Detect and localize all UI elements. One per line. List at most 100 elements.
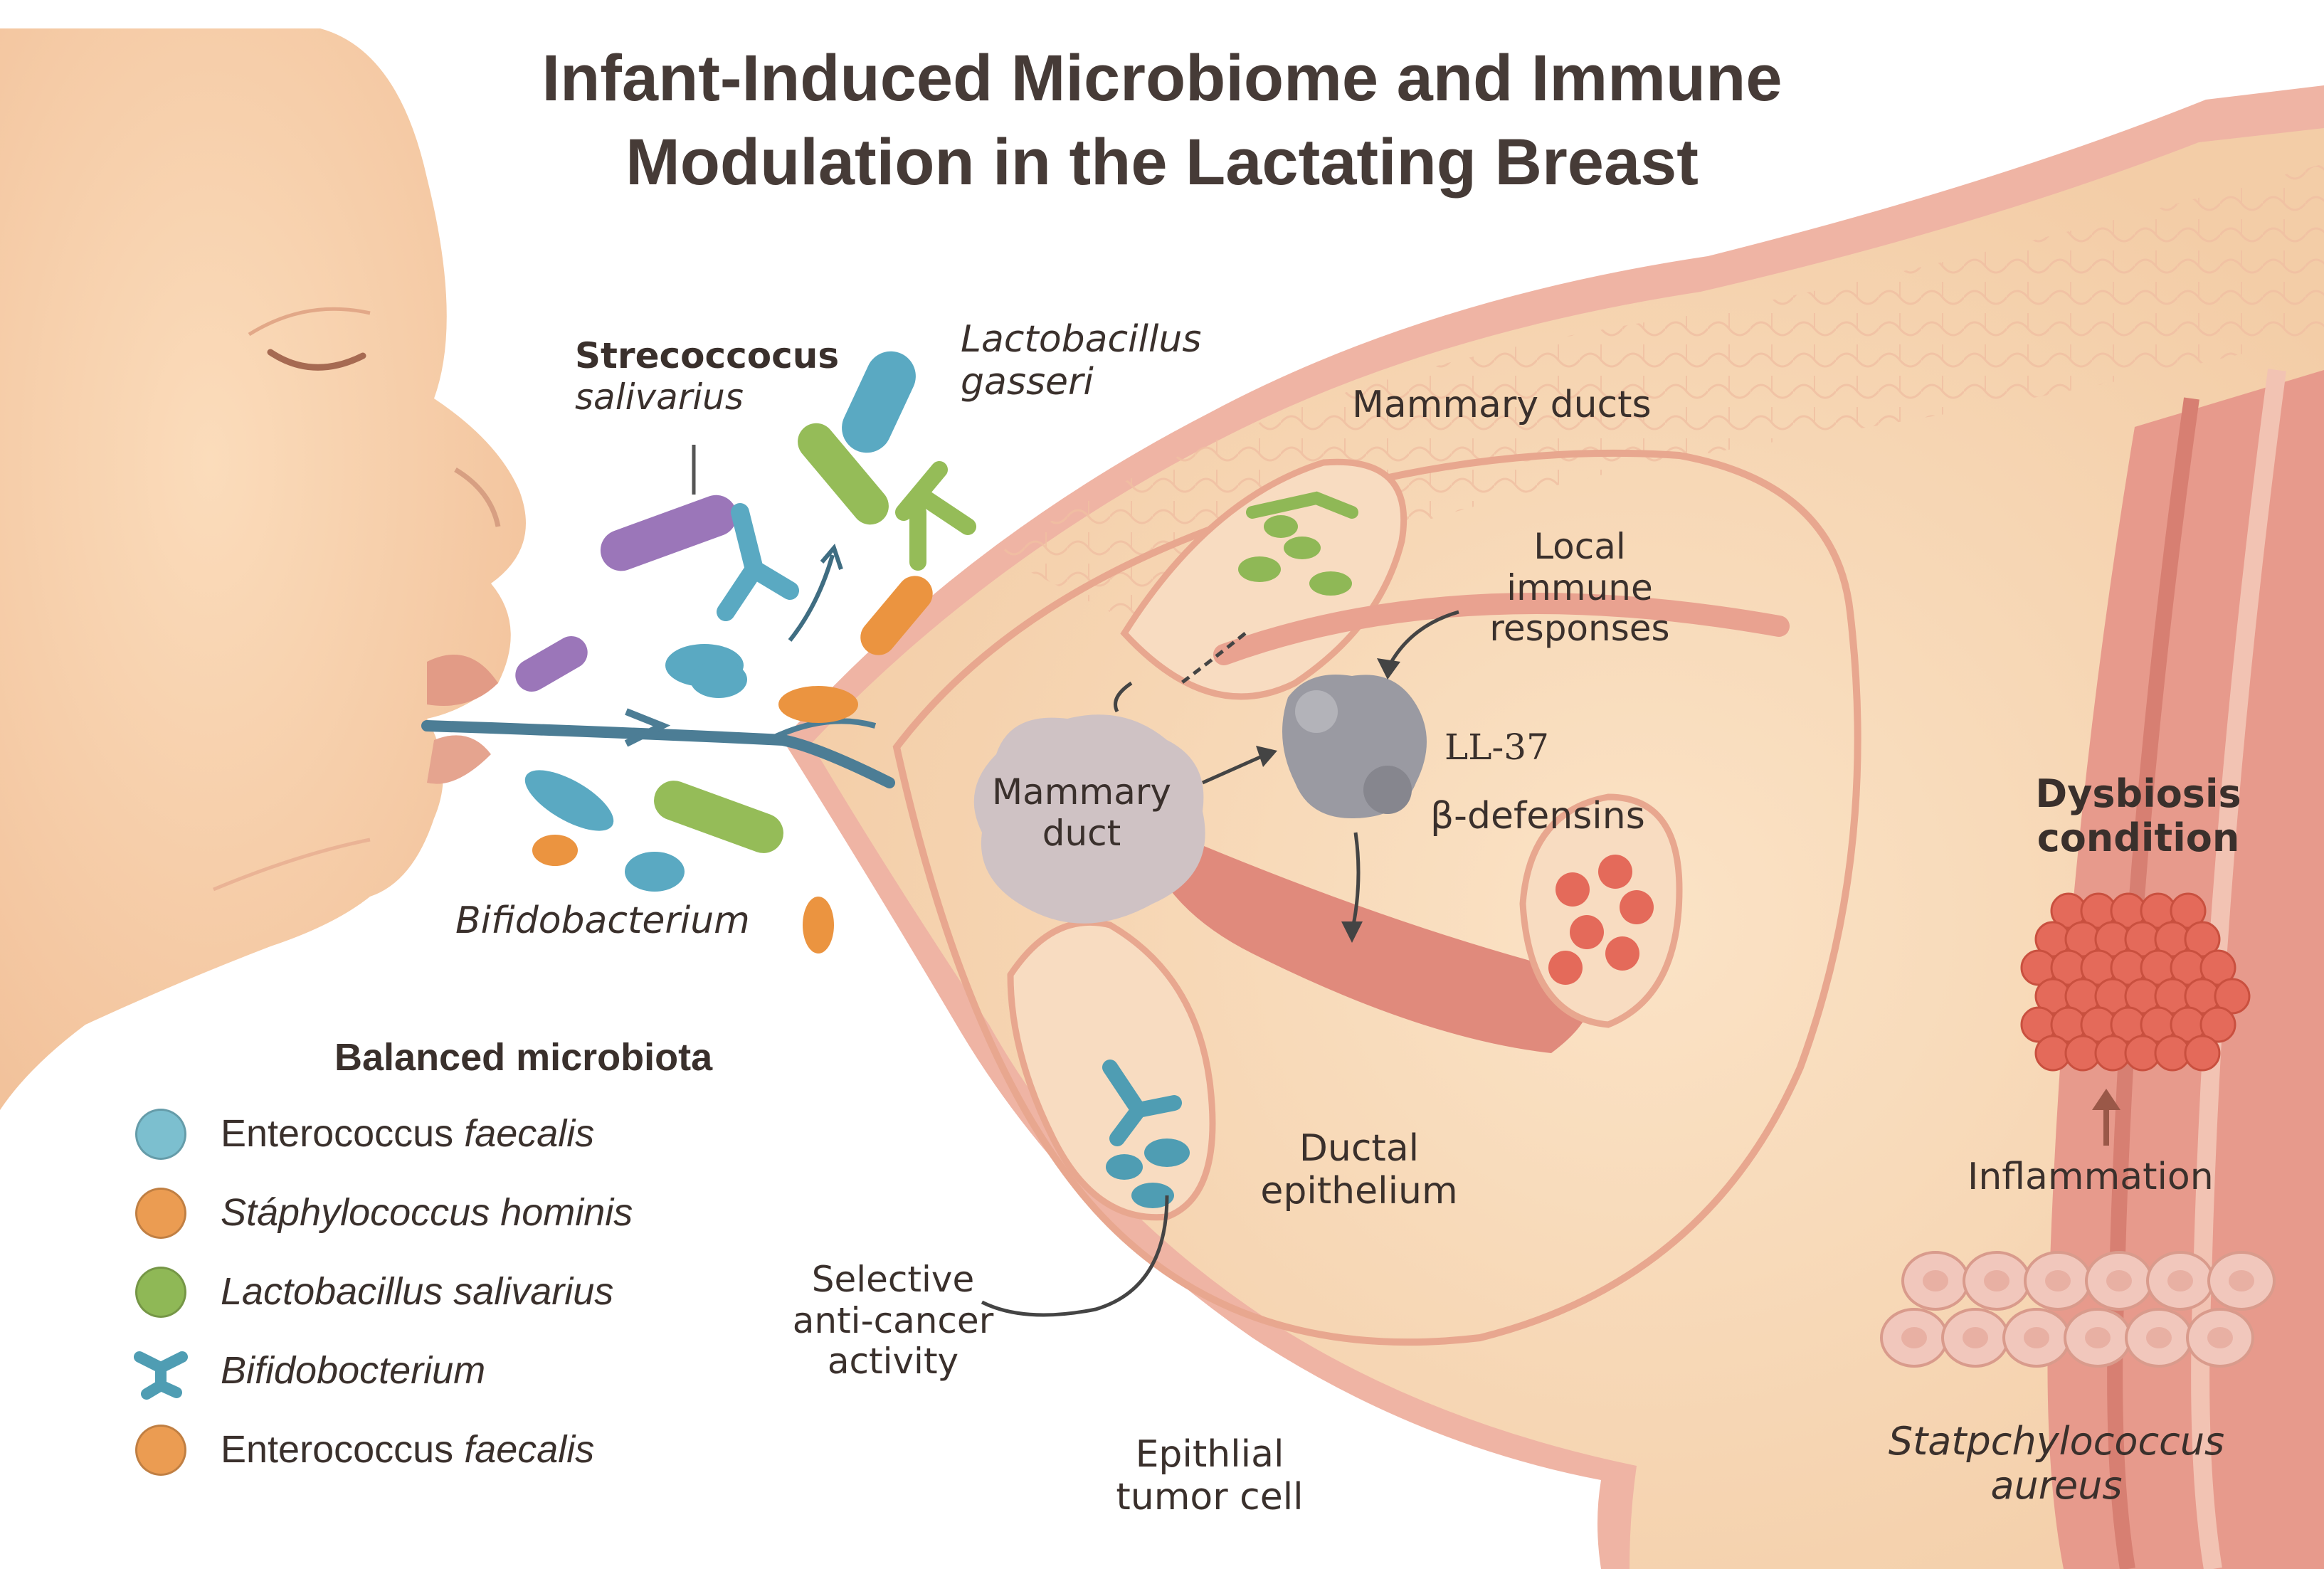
- eye-crease: [248, 307, 371, 337]
- legend-genus: Enterococcus: [221, 1428, 454, 1471]
- purple-bacillus: [600, 495, 737, 571]
- staph-cell-nucleus: [2085, 1327, 2111, 1348]
- staph-aureus-label: Statpchylococcus aureus: [1886, 1419, 2227, 1509]
- inflamed-cell: [2199, 1006, 2236, 1043]
- oral-bacteria-cluster: [515, 351, 976, 953]
- red-cell: [1605, 936, 1639, 971]
- inflamed-cell: [2170, 892, 2207, 929]
- aureus-line-1: Statpchylococcus: [1888, 1419, 2225, 1464]
- teal-branching-bacterium: [717, 503, 799, 621]
- peptide-down-arrow: [1350, 832, 1361, 933]
- staph-cell-nucleus: [1923, 1270, 1948, 1291]
- staph-cell-nucleus: [2024, 1327, 2049, 1348]
- peptide-subunit: [1295, 690, 1338, 733]
- infant-face: [0, 28, 526, 1110]
- lacto-gasseri-label: Lactobacillus gasseri: [961, 318, 1202, 404]
- defensins-label: β-defensins: [1430, 795, 1645, 838]
- inflamed-cell: [2184, 1035, 2221, 1072]
- orange-coccus: [778, 686, 858, 723]
- legend-item-label: Enterococcus faecalis: [221, 1427, 594, 1472]
- title-line-1: Infant-Induced Microbiome and Immune: [542, 42, 1782, 115]
- mammary-duct-cloud: [973, 714, 1205, 924]
- legend-item-label: Enterococcus faecalis: [221, 1111, 594, 1156]
- migration-arrow: [788, 554, 835, 642]
- teal-cell: [1131, 1183, 1174, 1208]
- upper-lip: [427, 655, 498, 706]
- coccus-icon: [135, 1267, 186, 1318]
- immune-module: [973, 610, 1459, 1317]
- legend-genus: Bifidobocterium: [221, 1349, 486, 1392]
- staph-cell-nucleus: [2146, 1327, 2172, 1348]
- green-branching-bacterium: [895, 461, 976, 571]
- legend-species: salivarius: [453, 1270, 614, 1313]
- closed-eye: [267, 349, 366, 371]
- chest-wall-stripe: [2107, 397, 2199, 1569]
- selective-line-2: anti-cancer: [792, 1299, 994, 1341]
- local-immune-label: Local immune responses: [1480, 526, 1679, 650]
- teal-branching-cell: [1102, 1060, 1182, 1146]
- lower-lip: [427, 735, 491, 784]
- inflamed-cell: [2214, 978, 2251, 1015]
- teal-bacillus-lower: [524, 770, 614, 831]
- arrowhead: [1341, 921, 1363, 943]
- mammary-duct-line-1: Mammary: [992, 771, 1171, 813]
- aureus-line-2: aureus: [1990, 1463, 2123, 1509]
- teal-rod-gasseri: [842, 351, 916, 453]
- chest-wall-stripe-light: [2191, 369, 2286, 1569]
- green-bacillus-lower: [654, 781, 783, 853]
- milk-stream-line: [421, 720, 895, 788]
- red-cell: [1620, 890, 1654, 924]
- red-cell: [1548, 951, 1583, 985]
- red-cell: [1556, 872, 1590, 907]
- lacto-label-line-2: gasseri: [961, 360, 1094, 403]
- red-cell: [1570, 915, 1604, 949]
- migration-arrowhead: [820, 544, 843, 570]
- strep-label-line-1: Strecoccocus: [575, 335, 840, 376]
- selective-line-3: activity: [827, 1341, 959, 1382]
- stream-arrowhead: [624, 708, 671, 747]
- bifidobacterium-label: Bifidobacterium: [455, 899, 750, 942]
- dashed-arrow: [1180, 632, 1247, 685]
- legend-title: Balanced microbiota: [334, 1036, 713, 1079]
- teal-cell: [1106, 1154, 1143, 1180]
- staph-cell-nucleus: [1963, 1327, 1988, 1348]
- dysbiosis-label: Dysbiosis condition: [2000, 771, 2277, 860]
- ll37-label: LL-37: [1444, 727, 1549, 768]
- legend-genus: Stáphylococcus: [221, 1191, 490, 1234]
- legend-item-label: Stáphylococcus hominis: [221, 1190, 633, 1235]
- inflammation-label: Inflammation: [1968, 1156, 2214, 1198]
- teal-cell: [1144, 1139, 1190, 1167]
- orange-coccus-small: [532, 835, 578, 866]
- coccus-icon: [135, 1109, 186, 1160]
- tumor-line-1: Epithlial: [1135, 1433, 1284, 1476]
- green-cell: [1238, 556, 1281, 582]
- local-line-2: immune: [1506, 566, 1653, 608]
- purple-bacillus-small: [515, 636, 588, 692]
- nose-shadow: [454, 467, 501, 527]
- curve-arrow: [1114, 681, 1133, 713]
- staph-cell-nucleus: [2106, 1270, 2132, 1291]
- tumor-line-2: tumor cell: [1116, 1475, 1304, 1518]
- green-branch: [1246, 491, 1358, 519]
- staph-aureus-cells: [1880, 1251, 2276, 1368]
- mammary-duct-line-2: duct: [1042, 812, 1121, 854]
- legend-species: hominis: [500, 1191, 633, 1234]
- dysbiosis-line-1: Dysbiosis: [2035, 771, 2241, 816]
- inflammation-arrowhead: [2092, 1089, 2120, 1110]
- ductal-epithelium-label: Ductal epithelium: [1252, 1127, 1466, 1213]
- upper-duct-channel: [1213, 593, 1790, 665]
- coccus-icon: [135, 1425, 186, 1476]
- duct-to-peptide-arrow: [1201, 752, 1268, 785]
- staph-cell-nucleus: [1901, 1327, 1927, 1348]
- staph-cell-nucleus: [2045, 1270, 2071, 1291]
- local-response-arrow: [1385, 610, 1459, 670]
- local-line-1: Local: [1533, 526, 1626, 567]
- staph-cell-nucleus: [1984, 1270, 2009, 1291]
- coccus-icon: [135, 1188, 186, 1239]
- local-line-3: responses: [1489, 608, 1670, 649]
- lacto-label-line-1: Lactobacillus: [961, 318, 1202, 361]
- orange-bacillus: [860, 576, 933, 655]
- chin-line: [213, 838, 371, 892]
- main-duct-channel: [1139, 818, 1590, 1053]
- lobule-bacteria: [1102, 491, 1654, 1208]
